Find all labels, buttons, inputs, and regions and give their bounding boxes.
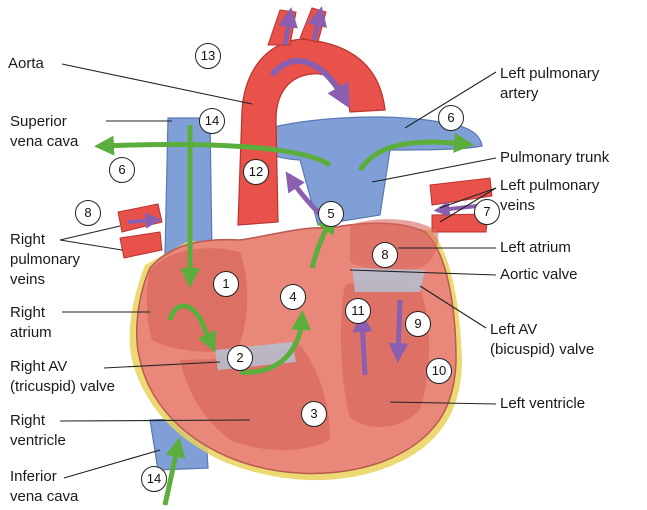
marker-11: 11 xyxy=(345,298,371,324)
label-left-ventricle: Left ventricle xyxy=(500,394,585,414)
label-aorta: Aorta xyxy=(8,54,44,74)
marker-6-left: 6 xyxy=(109,157,135,183)
marker-14-top: 14 xyxy=(199,108,225,134)
marker-2: 2 xyxy=(227,345,253,371)
label-left-av-valve: Left AV(bicuspid) valve xyxy=(490,320,594,360)
pulmonary-vein-in-arrow-right xyxy=(128,220,155,222)
marker-14-bottom: 14 xyxy=(141,466,167,492)
aortic-branch-1 xyxy=(268,10,296,45)
marker-10: 10 xyxy=(426,358,452,384)
label-pulmonary-trunk: Pulmonary trunk xyxy=(500,148,609,168)
marker-4: 4 xyxy=(280,284,306,310)
right-pulmonary-veins xyxy=(118,204,162,258)
marker-13: 13 xyxy=(195,43,221,69)
right-atrium-chamber xyxy=(147,248,247,352)
marker-8-left: 8 xyxy=(75,200,101,226)
marker-1: 1 xyxy=(213,271,239,297)
marker-7: 7 xyxy=(474,199,500,225)
label-right-av-valve: Right AV(tricuspid) valve xyxy=(10,357,115,397)
left-av-down-arrow xyxy=(398,300,400,355)
marker-8-right: 8 xyxy=(372,242,398,268)
left-ventricle-up-arrow xyxy=(362,320,365,375)
marker-5: 5 xyxy=(318,201,344,227)
label-left-atrium: Left atrium xyxy=(500,238,571,258)
label-aortic-valve: Aortic valve xyxy=(500,265,578,285)
marker-9: 9 xyxy=(405,311,431,337)
marker-6-right: 6 xyxy=(438,105,464,131)
marker-12: 12 xyxy=(243,159,269,185)
marker-3: 3 xyxy=(301,401,327,427)
